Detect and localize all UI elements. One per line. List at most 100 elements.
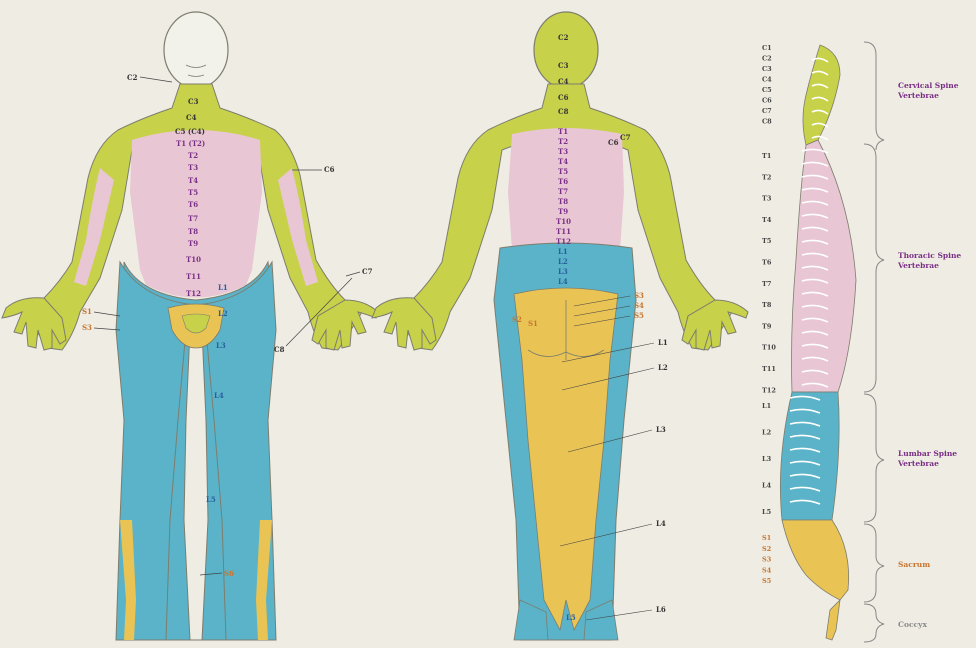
front-figure <box>2 12 378 640</box>
spine-level-c4: C4 <box>762 76 772 84</box>
spine-level-c8: C8 <box>762 118 772 126</box>
front-label-c6: C6 <box>324 165 335 174</box>
front-label-t11: T11 <box>186 272 201 281</box>
back-label-s1: S1 <box>528 319 538 328</box>
bracket-cervical <box>864 42 884 150</box>
back-label-t2: T2 <box>558 137 568 146</box>
spine-level-t8: T8 <box>762 301 772 309</box>
back-label-s5: S5 <box>634 311 644 320</box>
spine-level-l3: L3 <box>762 455 772 463</box>
back-label-c7: C7 <box>620 133 631 142</box>
spine-level-l5: L5 <box>762 508 772 516</box>
back-label-t5: T5 <box>558 167 568 176</box>
spine-level-t7: T7 <box>762 280 771 288</box>
back-label-t7: T7 <box>558 187 568 196</box>
spine-level-t4: T4 <box>762 216 772 224</box>
region-coccyx: Coccyx <box>898 620 927 629</box>
spine-level-c7: C7 <box>762 107 772 115</box>
front-label-l2: L2 <box>218 309 228 318</box>
spine-level-t11: T11 <box>762 365 776 373</box>
front-label-t9: T9 <box>188 239 198 248</box>
spine-level-t6: T6 <box>762 259 772 267</box>
front-label-s1: S1 <box>82 307 92 316</box>
back-label-cl2: L2 <box>558 257 568 266</box>
back-label-s4: S4 <box>634 301 644 310</box>
front-label-l5: L5 <box>206 495 216 504</box>
bracket-coccyx <box>864 604 884 642</box>
front-label-t10: T10 <box>186 255 201 264</box>
bracket-thoracic <box>864 144 884 392</box>
spine-sacrum <box>782 520 849 600</box>
spine-coccyx <box>826 600 840 640</box>
back-label-s2: S2 <box>512 315 522 324</box>
back-label-t8: T8 <box>558 197 568 206</box>
front-label-t6: T6 <box>188 200 198 209</box>
region-sacrum: Sacrum <box>898 560 930 569</box>
front-label-c3: C3 <box>188 97 199 106</box>
spine-level-t2: T2 <box>762 173 771 181</box>
front-label-s3: S3 <box>82 323 92 332</box>
back-label-t11: T11 <box>556 227 571 236</box>
back-label-t1: T1 <box>558 127 568 136</box>
bracket-lumbar <box>864 394 884 522</box>
front-label-c8: C8 <box>274 345 285 354</box>
front-label-t1: T1 (T2) <box>176 139 205 148</box>
front-label-c2: C2 <box>127 73 138 82</box>
back-label-t10: T10 <box>556 217 571 226</box>
back-label-c6: C6 <box>558 93 569 102</box>
back-label-s3: S3 <box>634 291 644 300</box>
spine-brackets <box>864 42 884 642</box>
spine-region-labels: Cervical Spine Vertebrae Thoracic Spine … <box>897 81 961 629</box>
back-label-cl1: L1 <box>558 247 568 256</box>
back-label-l2: L2 <box>658 363 668 372</box>
spine-level-c6: C6 <box>762 97 772 105</box>
back-label-c3: C3 <box>558 61 569 70</box>
front-label-l1: L1 <box>218 283 228 292</box>
front-label-t8: T8 <box>188 227 198 236</box>
spine-level-t10: T10 <box>762 344 776 352</box>
front-label-t4: T4 <box>188 176 198 185</box>
region-cervical-line1: Cervical Spine <box>898 81 959 90</box>
region-cervical-line2: Vertebrae <box>897 91 939 100</box>
back-label-t3: T3 <box>558 147 568 156</box>
spine-level-c5: C5 <box>762 86 772 94</box>
spine-column <box>780 45 856 640</box>
back-label-l4: L4 <box>656 519 666 528</box>
front-label-c5: C5 (C4) <box>175 127 205 136</box>
front-label-l4: L4 <box>214 391 224 400</box>
back-label-cl3: L3 <box>558 267 568 276</box>
back-label-l6: L6 <box>656 605 666 614</box>
spine-level-l1: L1 <box>762 402 771 410</box>
back-label-l3: L3 <box>656 425 666 434</box>
spine-cervical <box>803 45 840 145</box>
back-label-c6b: C6 <box>608 138 619 147</box>
back-label-c2: C2 <box>558 33 569 42</box>
spine-level-t9: T9 <box>762 322 772 330</box>
front-label-t12: T12 <box>186 289 201 298</box>
back-label-c8: C8 <box>558 107 569 116</box>
back-label-t6: T6 <box>558 177 568 186</box>
spine-level-s5: S5 <box>762 577 772 585</box>
spine-level-c3: C3 <box>762 65 772 73</box>
spine-level-s2: S2 <box>762 545 771 553</box>
bracket-sacrum <box>864 524 884 602</box>
region-lumbar-line1: Lumbar Spine <box>898 449 957 458</box>
front-label-t7: T7 <box>188 214 198 223</box>
back-label-l5: L5 <box>566 613 576 622</box>
front-label-l3: L3 <box>216 341 226 350</box>
front-label-t2: T2 <box>188 151 198 160</box>
spine-level-labels: C1C2C3C4C5C6C7C8T1T2T3T4T5T6T7T8T9T10T11… <box>762 44 776 585</box>
front-label-s6: S6 <box>224 569 234 578</box>
spine-level-s4: S4 <box>762 566 772 574</box>
spine-level-l2: L2 <box>762 429 771 437</box>
front-label-c7: C7 <box>362 267 373 276</box>
region-thoracic-line2: Vertebrae <box>897 261 939 270</box>
spine-level-t1: T1 <box>762 152 771 160</box>
back-label-t4: T4 <box>558 157 568 166</box>
spine-level-c2: C2 <box>762 55 772 63</box>
region-thoracic-line1: Thoracic Spine <box>898 251 961 260</box>
front-label-c4: C4 <box>186 113 197 122</box>
spine-level-t5: T5 <box>762 237 772 245</box>
